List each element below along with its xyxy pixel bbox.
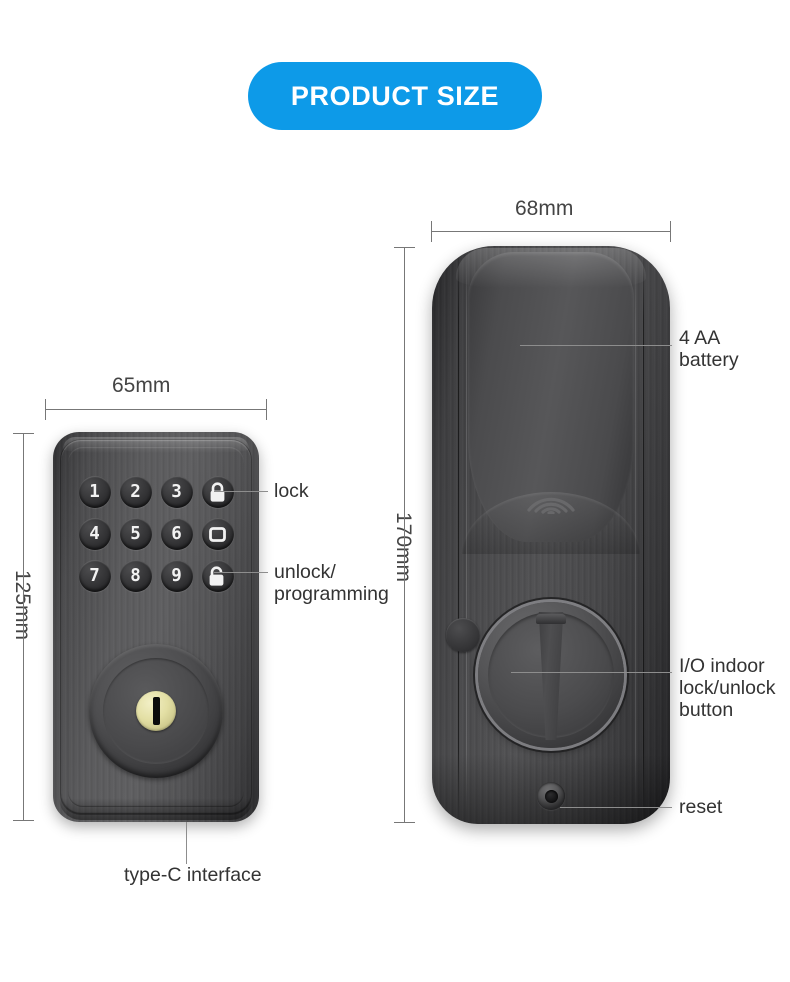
keyhole-slot <box>152 697 160 725</box>
thumb-turn-knob[interactable] <box>478 602 624 748</box>
left-width-tick-start <box>45 399 46 420</box>
callout-leader-reset <box>560 807 672 808</box>
callout-label-io-button: I/O indoor lock/unlock button <box>679 655 776 722</box>
left-width-tick-end <box>266 399 267 420</box>
reset-button[interactable] <box>537 782 565 810</box>
key-1[interactable]: 1 <box>78 476 111 508</box>
key-2[interactable]: 2 <box>119 476 152 508</box>
callout-label-battery: 4 AA battery <box>679 327 739 372</box>
callout-label-type-c: type-C interface <box>124 864 262 886</box>
reset-pinhole <box>544 789 558 803</box>
lock-icon <box>210 481 225 502</box>
key-unlock[interactable] <box>201 560 234 592</box>
key-6[interactable]: 6 <box>160 518 193 550</box>
left-height-dimension-line <box>23 433 24 821</box>
callout-label-lock: lock <box>274 480 309 502</box>
key-4[interactable]: 4 <box>78 518 111 550</box>
callout-leader-io-button <box>511 672 672 673</box>
left-width-dimension-line <box>45 409 267 410</box>
thumb-turn-lever-cap <box>536 614 566 624</box>
right-width-tick-end <box>670 221 671 242</box>
callout-leader-battery <box>520 345 672 346</box>
battery-cover[interactable] <box>468 252 634 542</box>
callout-leader-lock <box>214 491 268 492</box>
body-seam-right-highlight <box>635 254 636 814</box>
right-height-tick-start <box>394 247 415 248</box>
side-bump <box>446 618 480 652</box>
callout-leader-type-c <box>186 822 187 864</box>
cylinder-escutcheon <box>89 644 223 778</box>
left-width-dimension-label: 65mm <box>112 374 171 397</box>
key-lock[interactable] <box>201 476 234 508</box>
body-top-highlight <box>456 248 646 288</box>
callout-label-reset: reset <box>679 796 723 818</box>
left-height-tick-end <box>13 820 34 821</box>
key-0[interactable] <box>201 518 234 550</box>
unlock-icon <box>209 565 223 586</box>
right-height-tick-end <box>394 822 415 823</box>
key-9[interactable]: 9 <box>160 560 193 592</box>
rfid-wave-icon <box>527 497 575 514</box>
right-width-dimension-label: 68mm <box>515 197 574 220</box>
callout-leader-unlock <box>214 572 268 573</box>
body-seam-right <box>643 250 644 818</box>
body-bottom-shadow <box>432 754 670 824</box>
page-title: PRODUCT SIZE <box>290 80 500 111</box>
body-shell <box>432 246 670 824</box>
right-width-dimension-line <box>431 231 671 232</box>
zero-square-icon <box>209 526 226 542</box>
right-width-tick-start <box>431 221 432 242</box>
body-seam-left-highlight <box>466 254 467 814</box>
keyhole[interactable] <box>136 691 176 731</box>
key-8[interactable]: 8 <box>119 560 152 592</box>
body-seam-left <box>458 250 459 818</box>
left-height-dimension-label: 125mm <box>10 570 34 640</box>
product-size-header-pill: PRODUCT SIZE <box>248 62 542 130</box>
keypad-grid[interactable]: 1 2 3 4 5 6 7 8 9 <box>75 472 237 596</box>
key-3[interactable]: 3 <box>160 476 193 508</box>
right-height-dimension-line <box>404 247 405 823</box>
left-height-tick-start <box>13 433 34 434</box>
interior-thumb-turn-body <box>432 246 670 824</box>
callout-label-unlock-programming: unlock/ programming <box>274 561 389 606</box>
right-height-dimension-label: 170mm <box>391 512 415 582</box>
key-5[interactable]: 5 <box>119 518 152 550</box>
key-7[interactable]: 7 <box>78 560 111 592</box>
